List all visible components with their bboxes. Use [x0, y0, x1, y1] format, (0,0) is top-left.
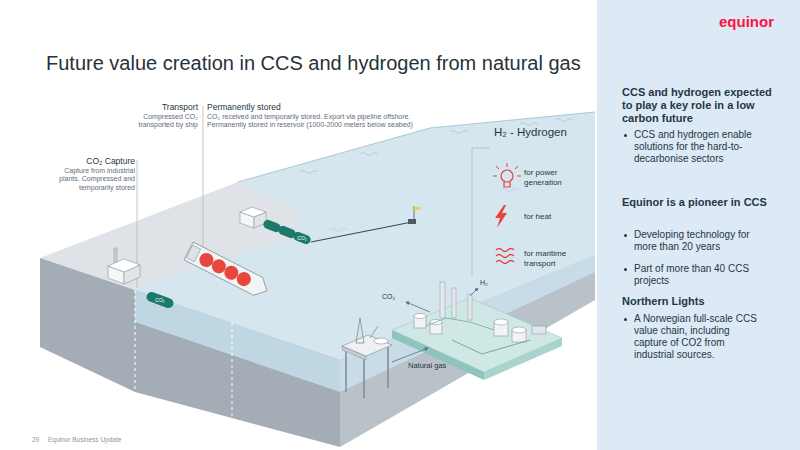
flow-label: Natural gas — [408, 361, 468, 370]
co2-tank-body — [145, 291, 175, 310]
capture-building — [108, 259, 140, 272]
panel-heading: CCS and hydrogen expected to play a key … — [622, 86, 782, 125]
section-heading: H₂ - Hydrogen — [494, 126, 594, 140]
seabed-side — [340, 255, 595, 447]
bullet-text: Developing technology for more than 20 y… — [634, 229, 762, 253]
platform-leg — [387, 347, 389, 388]
co2-tank — [145, 291, 175, 310]
stage-heading: Permanently stored — [207, 102, 427, 112]
wave-mark — [450, 131, 468, 134]
tank-label: CO₂ — [292, 235, 312, 241]
leader-line — [472, 148, 490, 276]
gas-flow-arrow — [392, 348, 428, 362]
footer-text: Equinor Business Update — [48, 436, 188, 444]
bullet-dot — [624, 268, 627, 271]
wave-mark — [360, 153, 378, 156]
stage-heading: Transport — [118, 102, 198, 112]
panel-heading: Northern Lights — [622, 295, 782, 308]
bullet-dot — [624, 234, 627, 237]
chimney — [114, 248, 117, 262]
slide-title: Future value creation in CCS and hydroge… — [46, 50, 591, 76]
ship-bridge — [186, 245, 200, 262]
power-icon-rays — [493, 163, 521, 176]
plant-tank-top — [512, 327, 526, 333]
h2-flow-arrow — [470, 288, 478, 296]
platform-derrick — [356, 318, 364, 343]
wave-mark — [300, 171, 318, 174]
plant-building — [532, 326, 546, 334]
heat-icon — [495, 205, 507, 228]
template-flag — [414, 206, 422, 211]
panel-heading: Equinor is a pioneer in CCS — [622, 196, 772, 209]
section-divider — [135, 290, 136, 392]
use-label: for heat — [524, 212, 586, 222]
platform-leg — [345, 350, 347, 392]
maritime-icon — [496, 255, 514, 258]
platform-leg — [363, 358, 365, 398]
stage-description: Capture from industrial plants. Compress… — [45, 167, 135, 192]
flow-label: H₂ — [480, 279, 496, 287]
maritime-icon — [496, 261, 514, 264]
platform-crane — [370, 326, 378, 338]
bullet-text: CCS and hydrogen enable solutions for th… — [634, 129, 762, 165]
ship-cargo-tank — [234, 270, 253, 289]
co2-ship — [184, 242, 271, 300]
tank-label: CO₂ — [150, 297, 170, 303]
bullet-text: Part of more than 40 CCS projects — [634, 263, 762, 287]
stage-description: Compressed CO₂ transported by ship — [113, 113, 198, 130]
wave-mark — [330, 229, 348, 232]
subsea-template — [408, 219, 416, 224]
stage-description: CO₂ received and temporarily stored. Exp… — [207, 113, 422, 130]
section-divider — [232, 323, 233, 418]
plant-base — [392, 298, 562, 372]
plant-pipework — [426, 318, 494, 330]
leader-line — [203, 106, 204, 250]
plant-tower — [452, 288, 456, 318]
maritime-icon — [496, 249, 514, 252]
bullet-text: A Norwegian full-scale CCS value chain, … — [634, 313, 762, 361]
co2-flow-arrow — [406, 302, 430, 312]
co2-pipeline — [311, 222, 412, 242]
use-label: for maritime transport — [524, 249, 586, 268]
plant-tower — [468, 294, 472, 320]
bullet-dot — [624, 318, 627, 321]
plant-tower — [440, 282, 445, 318]
flow-label: CO₂ — [382, 293, 404, 301]
stage-heading: CO₂ Capture — [45, 156, 135, 166]
water-cross-section — [135, 290, 340, 392]
plant-tank-top — [414, 314, 426, 319]
power-icon — [504, 182, 510, 187]
seabed-cross-section — [135, 290, 340, 447]
land-cross-section — [40, 258, 135, 392]
platform-deck — [342, 335, 392, 356]
use-label: for power generation — [524, 168, 586, 187]
plant-tank-top — [494, 319, 508, 325]
wave-mark — [520, 123, 538, 126]
water-side — [340, 255, 595, 392]
wave-mark — [500, 189, 518, 192]
plant-pipework — [452, 340, 530, 354]
bullet-dot — [624, 134, 627, 137]
wave-mark — [555, 119, 573, 122]
terminal-tank-body — [292, 230, 312, 245]
logo-wordmark: equinor — [708, 13, 774, 31]
platform-helideck — [374, 338, 388, 344]
power-icon — [501, 170, 513, 182]
terminal-building — [240, 207, 266, 217]
ship-hull — [184, 242, 271, 300]
side-panel: CCS and hydrogen expected to play a key … — [597, 0, 800, 450]
page-number: 29 — [32, 436, 46, 444]
terminal-tank — [292, 230, 312, 245]
